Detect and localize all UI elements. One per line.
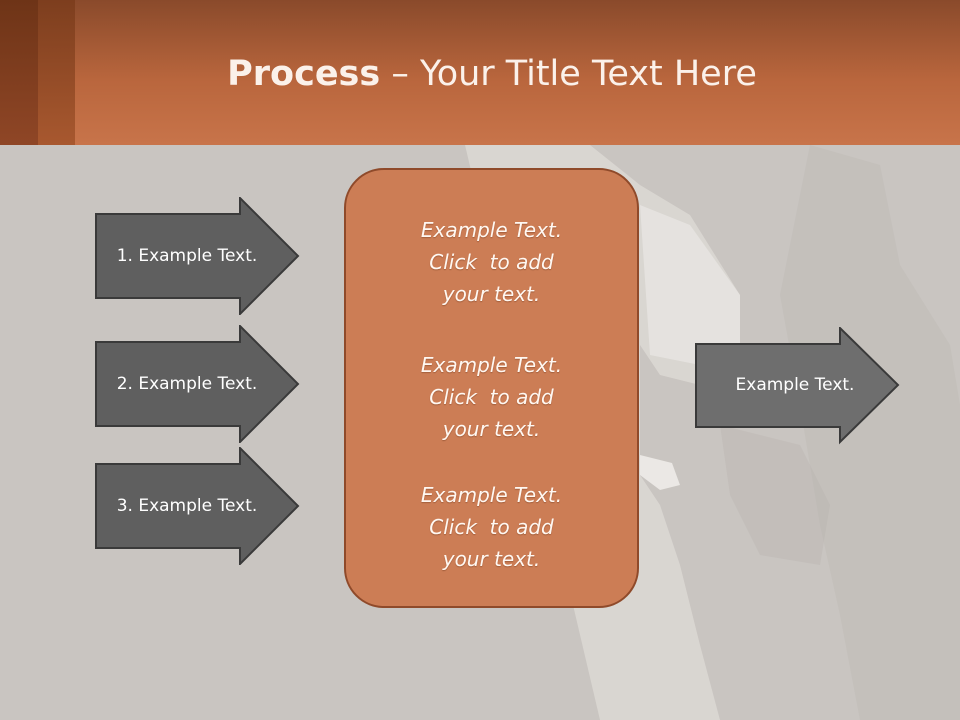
header-accent-strip-2: [38, 0, 75, 145]
center-text-line: Click to add: [429, 250, 554, 274]
center-text-line: your text.: [442, 417, 541, 441]
arrow-shape: [95, 197, 300, 315]
step-arrow-1[interactable]: 1. Example Text.: [95, 197, 300, 315]
center-text-line: Example Text.: [420, 483, 563, 507]
step-arrow-label: 1. Example Text.: [116, 246, 258, 266]
arrow-shape: [95, 447, 300, 565]
center-text-line: your text.: [442, 282, 541, 306]
center-text-line: your text.: [442, 547, 541, 571]
center-text-line: Click to add: [429, 515, 554, 539]
center-text-block-3[interactable]: Example Text. Click to add your text.: [346, 479, 637, 575]
center-text-line: Click to add: [429, 385, 554, 409]
result-arrow[interactable]: Example Text.: [695, 327, 900, 445]
center-text-block-1[interactable]: Example Text. Click to add your text.: [346, 214, 637, 310]
step-arrow-label: 3. Example Text.: [116, 496, 258, 516]
title-bold: Process: [227, 54, 381, 94]
result-arrow-label: Example Text.: [735, 375, 855, 395]
step-arrow-2[interactable]: 2. Example Text.: [95, 325, 300, 443]
step-arrow-3[interactable]: 3. Example Text.: [95, 447, 300, 565]
arrow-shape: [695, 327, 900, 445]
header-accent-strip: [0, 0, 38, 145]
title-bar: [0, 0, 960, 145]
center-text-block-2[interactable]: Example Text. Click to add your text.: [346, 349, 637, 445]
arrow-shape: [95, 325, 300, 443]
process-center-box[interactable]: Example Text. Click to add your text. Ex…: [344, 168, 639, 608]
slide-title[interactable]: Process – Your Title Text Here: [0, 52, 960, 96]
title-rest: – Your Title Text Here: [380, 54, 757, 94]
center-text-line: Example Text.: [420, 353, 563, 377]
center-text-line: Example Text.: [420, 218, 563, 242]
step-arrow-label: 2. Example Text.: [116, 374, 258, 394]
